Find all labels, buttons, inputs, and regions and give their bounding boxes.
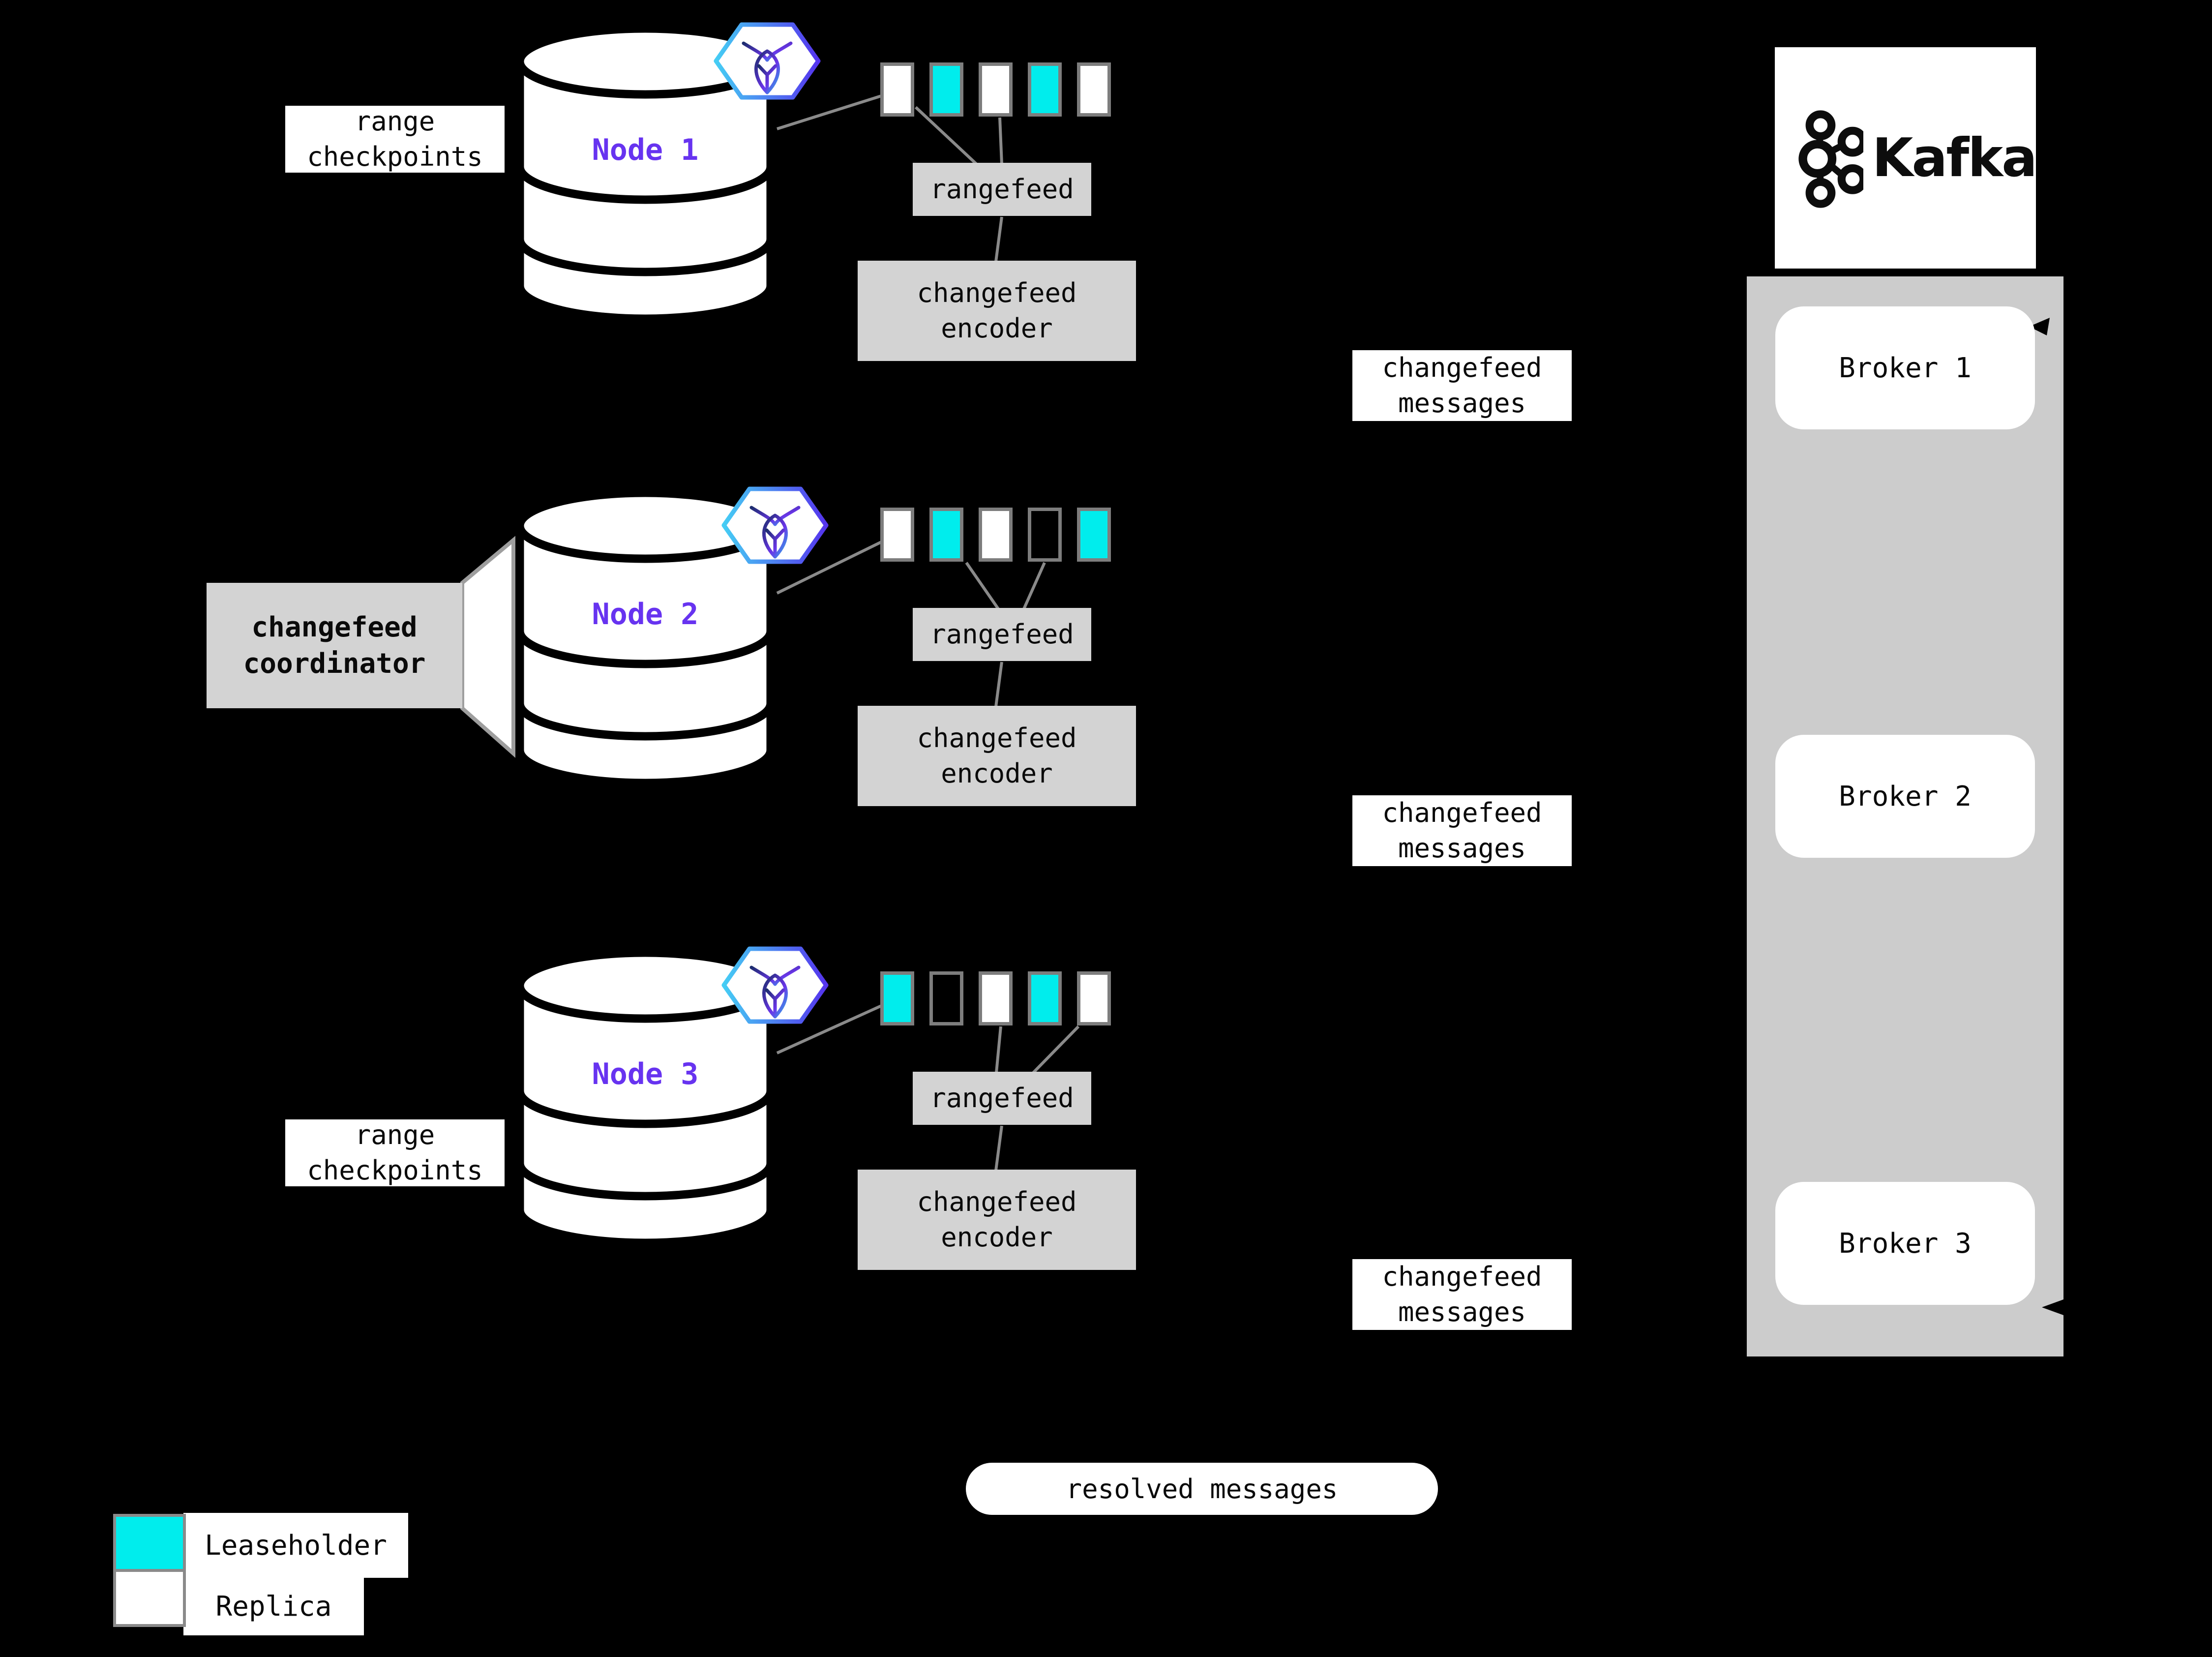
encoder3-arrow-mark [1138, 1232, 1148, 1243]
node3-range-boxes [880, 971, 1111, 1025]
changefeed-coordinator-box: changefeed coordinator [207, 583, 462, 708]
kafka-broker-1: Broker 1 [1775, 306, 2035, 429]
range-replica-box [979, 508, 1013, 562]
kafka-broker-3: Broker 3 [1775, 1182, 2035, 1305]
coordinator-callout-pointer [460, 536, 515, 758]
changefeed-messages-label-node1: changefeed messages [1352, 350, 1572, 421]
range-leaseholder-box [1077, 508, 1111, 562]
encoder2-arrow-mark [1138, 765, 1148, 776]
rangefeed-box-node1: rangefeed [913, 163, 1091, 216]
changefeed-messages-label-node3: changefeed messages [1352, 1259, 1572, 1330]
rangefeed-box-node3: rangefeed [913, 1072, 1091, 1125]
resolved-messages-label: resolved messages [966, 1463, 1438, 1515]
node1-label: Node 1 [592, 133, 699, 167]
node1-cockroachdb-badge-icon [716, 25, 818, 97]
range-checkpoints-label-node3: range checkpoints [285, 1119, 505, 1186]
node2-label: Node 2 [592, 597, 699, 632]
node3-label: Node 3 [592, 1057, 699, 1091]
legend-leaseholder-text: Leaseholder [205, 1529, 387, 1562]
broker1-arrowhead [2029, 318, 2050, 335]
range-replica-box [880, 508, 914, 562]
broker3-arrowhead [2042, 1299, 2063, 1315]
kafka-logo-text: Kafka [1872, 127, 2037, 189]
legend-replica-swatch [113, 1569, 186, 1627]
range-leaseholder-box [929, 62, 963, 117]
range-replica-box [1077, 62, 1111, 117]
kafka-logo-icon [1798, 110, 1863, 208]
range-replica-box [979, 62, 1013, 117]
range-replica-box [979, 971, 1013, 1025]
range-leaseholder-box [1028, 62, 1062, 117]
range-empty-box [1028, 508, 1062, 562]
legend-leaseholder-panel: Leaseholder [183, 1513, 408, 1578]
legend-replica-panel: Replica [183, 1578, 364, 1635]
range-leaseholder-box [880, 971, 914, 1025]
kafka-broker-2: Broker 2 [1775, 735, 2035, 858]
range-empty-box [929, 971, 963, 1025]
changefeed-messages-label-node2: changefeed messages [1352, 795, 1572, 866]
node2-cockroachdb-badge-icon [724, 489, 826, 562]
kafka-logo-box: Kafka [1775, 47, 2037, 269]
range-leaseholder-box [929, 508, 963, 562]
range-leaseholder-box [1028, 971, 1062, 1025]
connector-lines [776, 94, 1080, 1171]
node2-range-boxes [880, 508, 1111, 562]
changefeed-encoder-box-node2: changefeed encoder [858, 706, 1136, 806]
range-checkpoints-label-node1: range checkpoints [285, 106, 505, 173]
changefeed-encoder-box-node3: changefeed encoder [858, 1170, 1136, 1270]
rangefeed-box-node2: rangefeed [913, 608, 1091, 661]
changefeed-encoder-box-node1: changefeed encoder [858, 261, 1136, 361]
range-replica-box [1077, 971, 1111, 1025]
node1-range-boxes [880, 62, 1111, 117]
legend-replica-text: Replica [215, 1591, 332, 1623]
range-replica-box [880, 62, 914, 117]
legend-leaseholder-swatch [113, 1514, 186, 1572]
node3-cockroachdb-badge-icon [724, 949, 826, 1022]
